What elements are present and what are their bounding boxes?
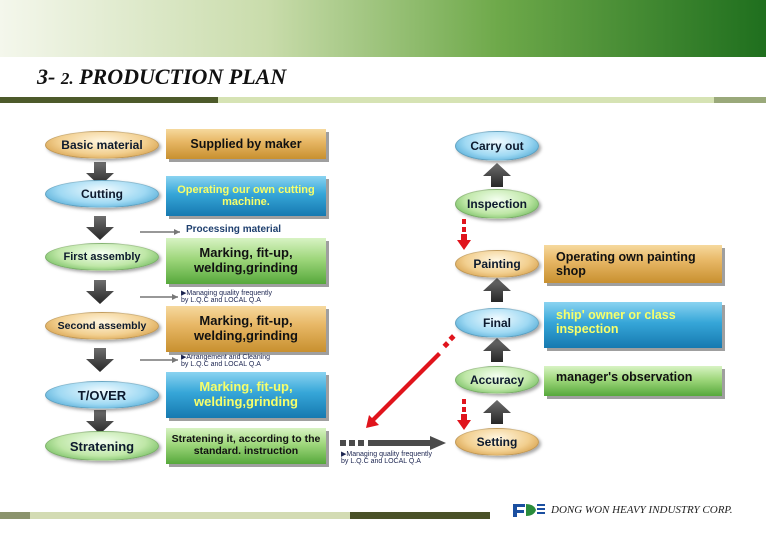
detail-class-inspection: ship' owner or class inspection [544,302,722,348]
title-rule-dark [0,97,218,103]
red-down-arrow-bottom [457,414,471,430]
detail-first-assembly: Marking, fit-up, welding,grinding [166,238,326,284]
slide-title: 3- 2. PRODUCTION PLAN [37,64,287,89]
title-rule-light [218,97,714,103]
up-arrow-2 [483,278,511,302]
stage-second-assembly: Second assembly [45,312,159,340]
detail-painting-shop: Operating own painting shop [544,245,722,283]
stage-cutting: Cutting [45,180,159,208]
stage-basic-material: Basic material [45,131,159,159]
detail-supplied-by-maker: Supplied by maker [166,129,326,159]
stage-t-over: T/OVER [45,381,159,409]
stage-final: Final [455,308,539,338]
arrow-to-setting [368,436,446,450]
down-arrow-5 [86,410,114,434]
detail-cutting-machine: Operating our own cutting machine. [166,176,326,216]
header-banner [0,0,766,57]
processing-material-label: Processing material [186,224,282,235]
detail-t-over: Marking, fit-up, welding,grinding [166,372,326,418]
stage-first-assembly: First assembly [45,243,159,271]
up-arrow-3 [483,338,511,362]
stage-carry-out: Carry out [455,131,539,161]
up-arrow-4 [483,400,511,424]
up-arrow-1 [483,163,511,187]
stage-setting: Setting [455,428,539,456]
down-arrow-1 [86,162,114,186]
red-down-arrow-top [457,234,471,250]
down-arrow-2 [86,216,114,240]
footer-rule-left [0,512,30,519]
detail-stratening: Stratening it, according to the standard… [166,428,326,464]
detail-managers-observation: manager's observation [544,366,722,396]
stage-inspection: Inspection [455,189,539,219]
title-rule-end [714,97,766,103]
stage-accuracy: Accuracy [455,366,539,394]
down-arrow-4 [86,348,114,372]
footer-rule-dark [350,512,490,519]
stage-painting: Painting [455,250,539,278]
stage-stratening: Stratening [45,431,159,461]
company-name: DONG WON HEAVY INDUSTRY CORP. [551,504,733,516]
red-diagonal-arrow [366,352,441,428]
footer-rule-mid [30,512,350,519]
company-logo-icon [511,502,547,518]
down-arrow-3 [86,280,114,304]
detail-second-assembly: Marking, fit-up, welding,grinding [166,306,326,352]
